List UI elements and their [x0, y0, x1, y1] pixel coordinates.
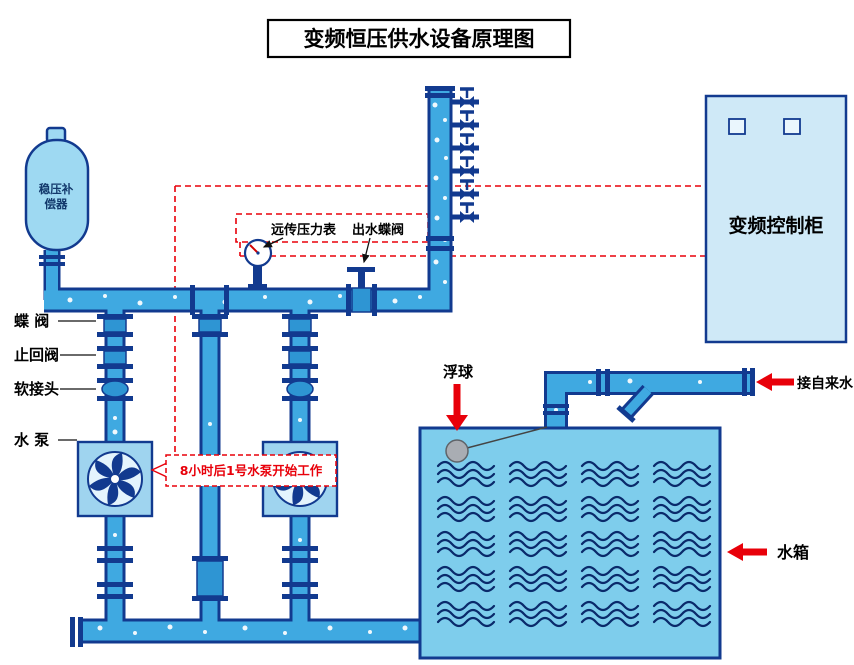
valve-stack-column-3 [281, 313, 319, 402]
branch-valve-icon [452, 181, 479, 200]
label-float-ball: 浮球 [443, 363, 474, 381]
bottom-pipe-endcap [70, 617, 83, 647]
gauge-needle-icon [249, 244, 259, 254]
label-outlet-valve: 出水蝶阀 [352, 222, 404, 238]
cabinet-indicator-2 [783, 118, 801, 135]
main-pipe-flange [190, 285, 229, 315]
branch-valve-icon [452, 112, 479, 131]
label-remote-gauge: 远传压力表 [271, 222, 337, 238]
valve-stack-column-1 [96, 313, 134, 402]
cabinet-indicator-1 [728, 118, 746, 135]
pressure-compensator-tank: 稳压补 偿器 [24, 126, 90, 266]
control-cabinet: 变频控制柜 [704, 94, 848, 344]
float-arrow-shaft [453, 384, 461, 416]
callout-pointer-icon [150, 461, 168, 479]
callout-text: 8小时后1号水泵开始工作 [180, 463, 323, 478]
float-ball-annotation: 浮球 [443, 363, 474, 431]
branch-valve-icon [452, 135, 479, 154]
water-tank-annotation: 水箱 [727, 543, 809, 562]
pump-1-impeller-icon [76, 440, 154, 518]
riser-top-flange [425, 86, 455, 98]
cabinet-label: 变频控制柜 [728, 214, 823, 237]
float-ball-icon [445, 439, 469, 463]
top-labels: 远传压力表 出水蝶阀 [262, 222, 404, 264]
y-strainer [616, 384, 654, 423]
pressure-gauge [243, 238, 273, 289]
branch-valve-icon [452, 158, 479, 177]
title-box: 变频恒压供水设备原理图 [266, 18, 572, 59]
label-soft-joint: 软接头 [14, 380, 59, 398]
compensator-label-line2: 偿器 [45, 197, 68, 211]
page-title: 变频恒压供水设备原理图 [304, 27, 535, 51]
riser-branch-valves [426, 89, 479, 251]
inlet-pipe-fittings [543, 368, 755, 415]
branch-valve-icon [452, 204, 479, 223]
label-butterfly-valve: 蝶 阀 [14, 312, 49, 330]
label-pump: 水 泵 [14, 431, 49, 449]
compensator-label-line1: 稳压补 [39, 182, 74, 196]
float-arm [466, 426, 548, 449]
pipe-bubbles [67, 102, 702, 635]
label-tap-water: 接自来水 [797, 375, 854, 392]
label-check-valve: 止回阀 [14, 346, 59, 364]
valve-stack-column-2 [192, 314, 228, 601]
float-arrow-icon [446, 415, 468, 431]
label-water-tank: 水箱 [777, 543, 809, 562]
outlet-butterfly-valve [346, 267, 377, 316]
branch-valve-icon [452, 89, 479, 108]
left-labels: 蝶 阀 止回阀 软接头 水 泵 [14, 312, 96, 449]
pump-start-callout: 8小时后1号水泵开始工作 [150, 454, 337, 487]
water-tank-arrow-icon [727, 543, 743, 561]
tap-water-arrow-icon [756, 373, 772, 391]
tap-water-annotation: 接自来水 [756, 373, 854, 392]
